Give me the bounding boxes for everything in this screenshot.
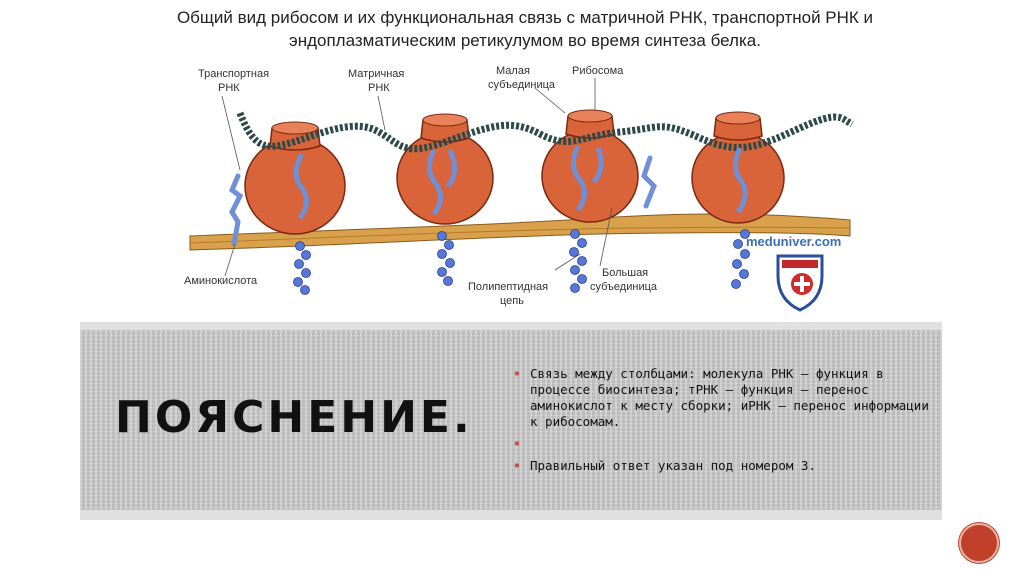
- bullet-item: Правильный ответ указан под номером 3.: [512, 458, 932, 474]
- bullet-item: [512, 436, 932, 452]
- bullet-list: Связь между столбцами: молекула РНК — фу…: [512, 366, 932, 480]
- label-mrna-line2: РНК: [368, 82, 390, 94]
- slide-title: Общий вид рибосом и их функциональная св…: [130, 6, 920, 52]
- watermark-text: meduniver.com: [746, 234, 841, 249]
- circle-button-icon[interactable]: [959, 523, 999, 563]
- label-amino-acid: Аминокислота: [184, 275, 258, 287]
- label-small-subunit-line2: субъединица: [488, 79, 556, 91]
- title-line-1: Общий вид рибосом и их функциональная св…: [130, 6, 920, 29]
- label-large-subunit-line1: Большая: [602, 267, 648, 279]
- ribosome-illustration: Транспортная РНК Матричная РНК Малая суб…: [180, 58, 860, 318]
- label-trna-line1: Транспортная: [198, 68, 269, 80]
- label-large-subunit-line2: субъединица: [590, 281, 658, 293]
- label-polypeptide-line1: Полипептидная: [468, 281, 548, 293]
- label-trna-line2: РНК: [218, 82, 240, 94]
- section-heading: ПОЯСНЕНИЕ.: [115, 392, 473, 443]
- label-mrna-line1: Матричная: [348, 68, 404, 80]
- band-top-stripe: [80, 322, 942, 330]
- band-bottom-stripe: [80, 510, 942, 520]
- label-ribosome: Рибосома: [572, 65, 624, 77]
- shield-logo-icon: [778, 256, 822, 310]
- bullet-item: Связь между столбцами: молекула РНК — фу…: [512, 366, 932, 430]
- label-small-subunit-line1: Малая: [496, 65, 530, 77]
- ribosome-3: [542, 110, 638, 222]
- title-line-2: эндоплазматическим ретикулумом во время …: [130, 29, 920, 52]
- label-polypeptide-line2: цепь: [500, 295, 524, 307]
